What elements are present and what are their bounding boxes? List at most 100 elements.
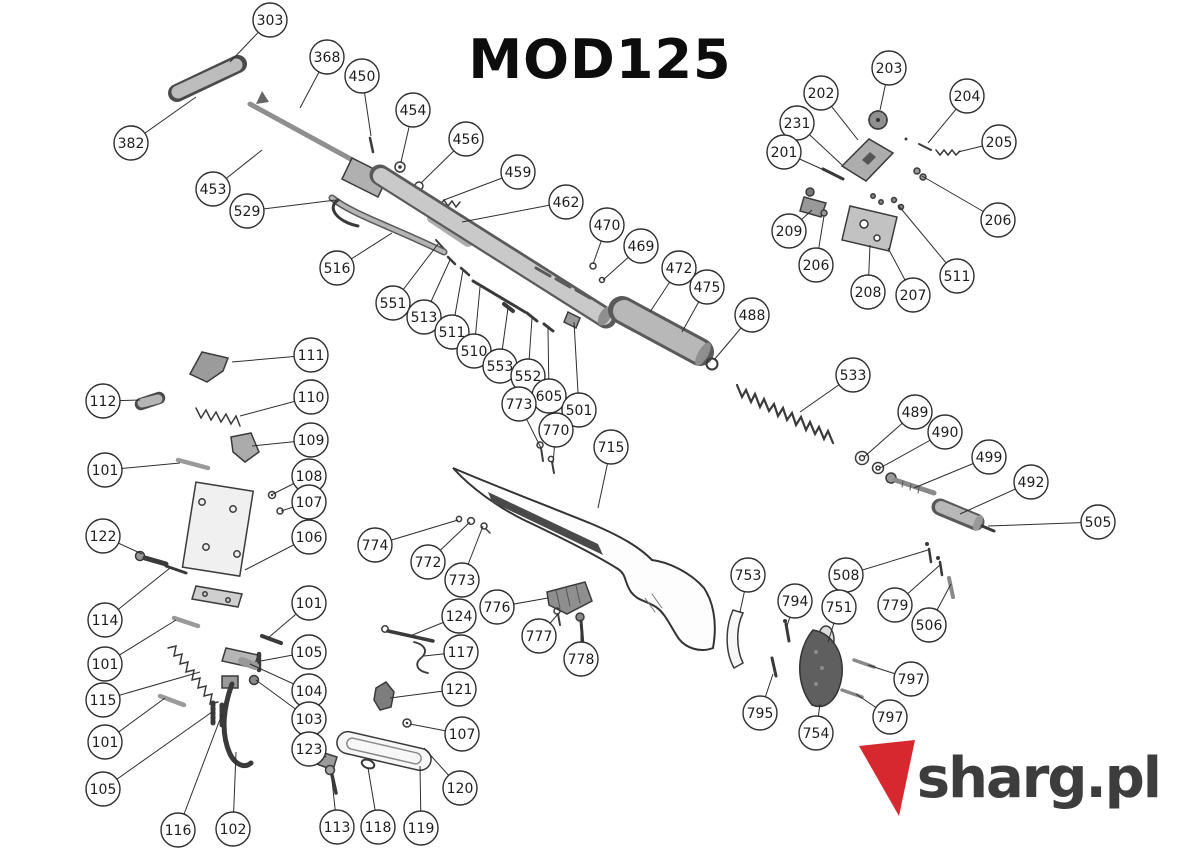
callout-551: 551 <box>375 243 439 321</box>
callout-bubble <box>87 452 123 488</box>
callout-368: 368 <box>299 39 345 109</box>
callout-leader <box>177 713 223 831</box>
callout-207: 207 <box>887 247 931 313</box>
callout-bubble <box>980 202 1016 238</box>
callout-105: 105 <box>260 634 327 670</box>
callout-795: 795 <box>742 673 778 731</box>
sharg-logo: sharg.pl <box>858 740 1162 818</box>
callout-754: 754 <box>798 703 834 751</box>
callout-110: 110 <box>239 379 329 417</box>
callout-506: 506 <box>911 583 952 643</box>
callout-bubble <box>291 484 327 520</box>
callout-number: 511 <box>944 269 971 285</box>
callout-bubble <box>981 124 1017 160</box>
callout-number: 203 <box>876 61 903 77</box>
callout-797: 797 <box>855 693 908 735</box>
callout-number: 102 <box>220 822 247 838</box>
callout-number: 208 <box>855 285 882 301</box>
callout-bubble <box>319 809 355 845</box>
callout-number: 774 <box>362 538 389 554</box>
callout-102: 102 <box>215 751 251 847</box>
callout-number: 794 <box>782 594 809 610</box>
callout-number: 206 <box>803 258 830 274</box>
callout-bubble <box>563 641 599 677</box>
callout-bubble <box>410 544 446 580</box>
callout-number: 777 <box>526 629 553 645</box>
butt-pad-assembly <box>726 609 876 708</box>
callout-number: 795 <box>747 706 774 722</box>
callout-number: 204 <box>954 89 981 105</box>
callout-774: 774 <box>357 519 459 563</box>
callout-770: 770 <box>538 412 574 464</box>
callout-number: 505 <box>1085 515 1112 531</box>
callout-number: 101 <box>296 596 323 612</box>
callout-bubble <box>538 412 574 448</box>
callout-number: 454 <box>400 103 427 119</box>
callout-469: 469 <box>602 228 659 281</box>
callout-bubble <box>971 439 1007 475</box>
callout-bubble <box>309 39 345 75</box>
callout-bubble <box>872 699 908 735</box>
callout-number: 772 <box>415 555 442 571</box>
callout-453: 453 <box>195 149 263 207</box>
callout-bubble <box>734 297 770 333</box>
callout-115: 115 <box>85 671 201 718</box>
small-spring <box>195 407 241 427</box>
callout-111: 111 <box>231 337 329 373</box>
trigger-housing-plate <box>181 481 255 578</box>
mainspring-assembly <box>735 383 996 599</box>
callout-number: 551 <box>380 296 407 312</box>
callout-number: 108 <box>296 469 323 485</box>
callout-number: 112 <box>90 394 117 410</box>
callout-number: 107 <box>449 727 476 743</box>
callout-454: 454 <box>395 92 431 163</box>
callout-number: 773 <box>449 573 476 589</box>
callout-bubble <box>85 518 121 554</box>
callout-753: 753 <box>730 557 766 613</box>
callout-bubble <box>835 357 871 393</box>
callout-bubble <box>897 394 933 430</box>
cocking-lever <box>328 194 448 256</box>
cocking-rod <box>471 279 527 314</box>
callout-number: 119 <box>408 821 435 837</box>
callout-number: 489 <box>902 405 929 421</box>
callout-121: 121 <box>389 671 477 707</box>
callout-bubble <box>442 770 478 806</box>
callout-number: 797 <box>898 672 925 688</box>
callout-bubble <box>443 634 479 670</box>
callout-number: 605 <box>536 389 563 405</box>
callout-number: 751 <box>826 600 853 616</box>
callout-number: 552 <box>515 369 542 385</box>
callout-450: 450 <box>344 58 380 137</box>
trigger-spring <box>167 644 219 706</box>
trigger-blade <box>221 681 254 769</box>
butt-plate <box>726 609 745 670</box>
callout-108: 108 <box>272 458 327 495</box>
callout-bubble <box>871 50 907 86</box>
callout-794: 794 <box>777 583 813 627</box>
callout-bubble <box>87 646 123 682</box>
callout-number: 462 <box>553 195 580 211</box>
callout-778: 778 <box>563 624 599 677</box>
callout-107: 107 <box>280 484 327 520</box>
callout-bubble <box>623 228 659 264</box>
callout-513: 513 <box>406 259 451 335</box>
callout-number: 753 <box>735 568 762 584</box>
callout-leader <box>987 521 1099 527</box>
callout-number: 776 <box>484 600 511 616</box>
callout-number: 110 <box>298 390 325 406</box>
callout-bubble <box>949 78 985 114</box>
callout-number: 459 <box>505 165 532 181</box>
callout-bubble <box>160 812 196 848</box>
washer <box>854 450 870 466</box>
callout-116: 116 <box>160 713 223 848</box>
callout-number: 797 <box>877 710 904 726</box>
callout-114: 114 <box>87 567 171 638</box>
callout-number: 508 <box>833 568 860 584</box>
callout-number: 231 <box>784 116 811 132</box>
callout-number: 529 <box>234 204 261 220</box>
callout-119: 119 <box>403 765 439 846</box>
callout-204: 204 <box>927 78 985 144</box>
callout-number: 754 <box>803 726 830 742</box>
